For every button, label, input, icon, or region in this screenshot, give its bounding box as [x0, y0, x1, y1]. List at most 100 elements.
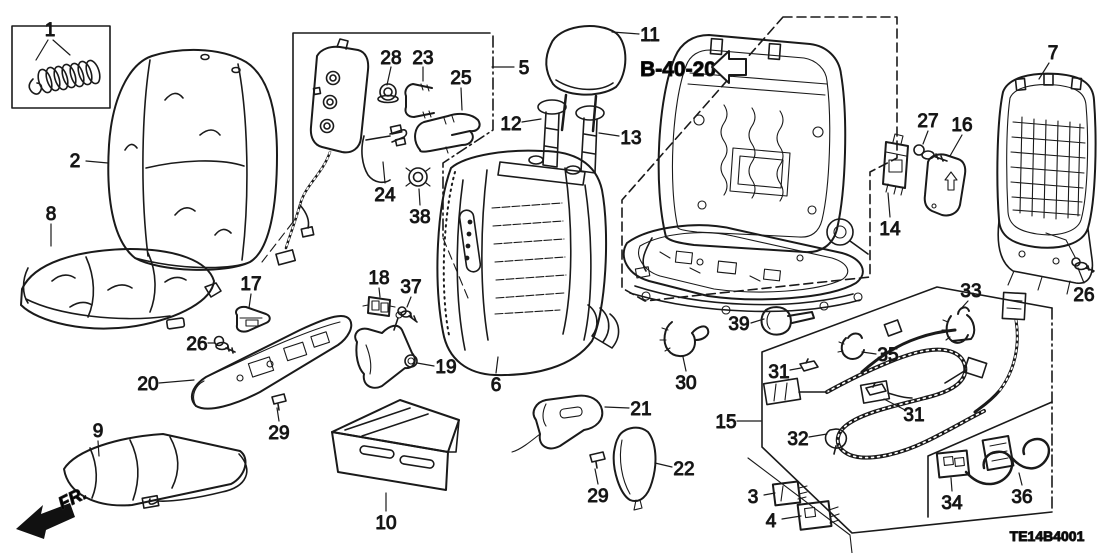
- reference-b-40-20: B-40-20: [640, 50, 747, 84]
- callout-14: 14: [879, 219, 901, 240]
- part-29-clip-left: [271, 393, 287, 411]
- leader-line-28: [386, 66, 392, 86]
- leader-line-13: [598, 132, 620, 137]
- callout-16: 16: [951, 115, 972, 136]
- callout-3: 3: [748, 487, 759, 508]
- part-2-seatback-cover: [107, 49, 278, 271]
- part-31-clip-b: [865, 382, 887, 396]
- callout-25: 25: [450, 68, 471, 89]
- callout-5: 5: [519, 58, 530, 79]
- reference-arrow-icon: [711, 50, 747, 84]
- callout-34: 34: [941, 493, 963, 514]
- part-27-screw: [913, 144, 948, 162]
- part-33-harness-clip: [941, 306, 976, 344]
- part-38-grommet: [405, 167, 431, 187]
- part-35-clip: [837, 332, 865, 360]
- leader-line-14: [887, 192, 891, 218]
- part-26-bolt-right: [1045, 232, 1095, 273]
- leader-line-1: [35, 39, 49, 61]
- callout-29: 29: [587, 486, 608, 507]
- leader-line-29: [276, 407, 280, 422]
- leader-line-34: [950, 477, 953, 492]
- part-6-back-pad: [436, 149, 620, 377]
- group-5-box: [261, 32, 494, 299]
- part-18-switch: [362, 296, 396, 317]
- leader-line-31: [883, 398, 906, 411]
- callout-19: 19: [435, 357, 456, 378]
- leader-line-20: [158, 379, 195, 384]
- fr-direction: FR.: [16, 482, 90, 539]
- callout-28: 28: [380, 48, 401, 69]
- callout-20: 20: [137, 374, 158, 395]
- part-28-nut: [377, 83, 399, 104]
- diagram-code: TE14B4001: [1010, 528, 1085, 544]
- callout-30: 30: [675, 373, 696, 394]
- callout-8: 8: [46, 204, 57, 225]
- callout-24: 24: [374, 185, 396, 206]
- leader-line-22: [654, 462, 673, 468]
- reference-label: B-40-20: [640, 58, 716, 81]
- part-17-cover: [235, 305, 271, 333]
- callout-31: 31: [768, 362, 789, 383]
- callout-36: 36: [1011, 487, 1032, 508]
- part-10-cushion-pad: [331, 399, 460, 491]
- leader-line-38: [418, 188, 421, 206]
- leader-line-21: [604, 406, 630, 409]
- leader-line-32: [808, 433, 828, 438]
- callout-2: 2: [70, 151, 81, 172]
- part-26-screw-left: [213, 335, 236, 354]
- leader-line-36: [1018, 472, 1023, 486]
- callout-9: 9: [93, 421, 104, 442]
- part-3-relay: [771, 480, 808, 507]
- part-4-relay: [796, 500, 840, 531]
- callout-21: 21: [630, 399, 651, 420]
- part-39-band-clip: [760, 306, 815, 336]
- callout-33: 33: [960, 281, 981, 302]
- callout-31: 31: [903, 405, 924, 426]
- leader-line-39: [750, 318, 765, 324]
- leader-line-30: [682, 356, 687, 372]
- callout-7: 7: [1048, 43, 1059, 64]
- leader-line-17: [248, 293, 252, 309]
- callout-12: 12: [500, 114, 521, 135]
- part-29-clip-center: [589, 451, 606, 469]
- leader-line-35: [861, 351, 877, 355]
- part-32-clip: [824, 428, 848, 455]
- leader-line-19: [416, 362, 435, 367]
- leader-line-33: [957, 300, 969, 313]
- part-14-opds-unit: [882, 133, 909, 196]
- part-37-screw: [397, 306, 418, 323]
- leader-line-31: [789, 367, 802, 371]
- part-31-clip-a: [799, 358, 819, 372]
- part-7-back-panel: [996, 72, 1097, 295]
- part-22-outer-cover: [612, 426, 657, 511]
- callout-35: 35: [877, 345, 898, 366]
- callout-39: 39: [728, 314, 749, 335]
- callout-37: 37: [400, 277, 421, 298]
- part-36-connector: [981, 434, 1051, 472]
- callout-29: 29: [268, 423, 289, 444]
- leader-line-12: [521, 118, 542, 123]
- leader-line-16: [949, 134, 963, 157]
- seat-frame-assembly: [621, 16, 898, 315]
- leader-line-24: [382, 161, 386, 184]
- harness-15-wiring: [762, 291, 1027, 460]
- callout-17: 17: [240, 274, 261, 295]
- callout-23: 23: [412, 48, 433, 69]
- callout-26: 26: [1073, 285, 1094, 306]
- part-13-headrest-guide: [575, 105, 605, 174]
- leader-line-6: [495, 356, 499, 374]
- leader-line-37: [406, 296, 412, 308]
- part-19-recliner-cover: [354, 311, 418, 389]
- part-1-box: [11, 25, 111, 109]
- leader-line-25: [460, 87, 463, 111]
- callout-15: 15: [715, 412, 736, 433]
- leader-line-18: [378, 287, 381, 298]
- callout-11: 11: [640, 25, 660, 46]
- side-airbag-module: [275, 38, 370, 266]
- part-23-clamp: [404, 83, 435, 119]
- part-1-spring: [28, 59, 101, 95]
